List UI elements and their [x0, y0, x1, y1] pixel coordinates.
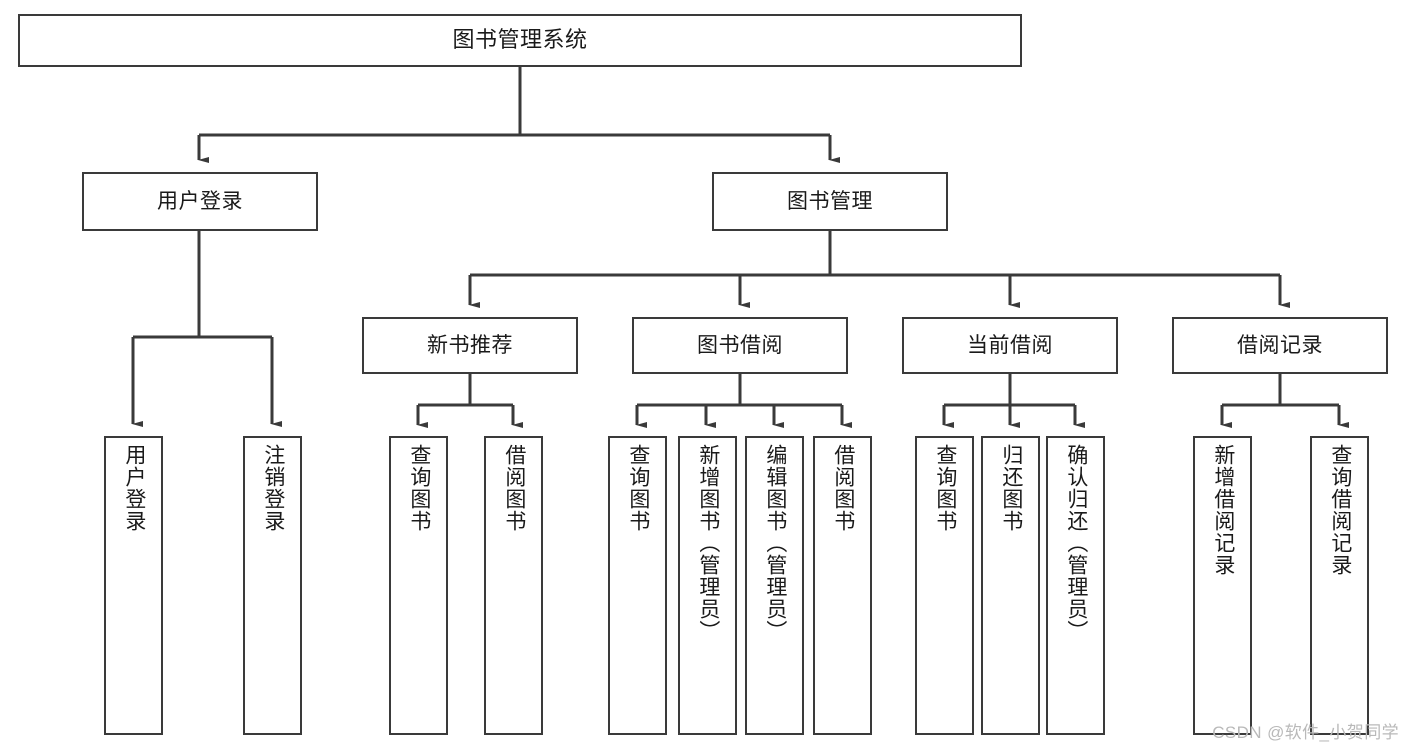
node-new-book-recommend[interactable]: 新书推荐: [362, 317, 578, 374]
node-leaf-add-book[interactable]: 新增图书（管理员）: [678, 436, 737, 735]
node-leaf-return-book-label: 归还图书: [999, 444, 1023, 532]
node-leaf-user-login-label: 用户登录: [122, 444, 146, 532]
node-leaf-query-book-1-label: 查询图书: [407, 444, 431, 532]
node-leaf-query-book-2[interactable]: 查询图书: [608, 436, 667, 735]
node-book-management-label: 图书管理: [787, 189, 873, 213]
node-book-borrow[interactable]: 图书借阅: [632, 317, 848, 374]
node-leaf-borrow-book-1[interactable]: 借阅图书: [484, 436, 543, 735]
node-leaf-edit-book-label: 编辑图书（管理员）: [763, 444, 787, 642]
node-current-borrow[interactable]: 当前借阅: [902, 317, 1118, 374]
csdn-watermark: CSDN @软件_小贺同学: [1212, 723, 1399, 742]
node-leaf-query-book-2-label: 查询图书: [626, 444, 650, 532]
node-leaf-query-record-label: 查询借阅记录: [1328, 444, 1352, 576]
node-leaf-add-record[interactable]: 新增借阅记录: [1193, 436, 1252, 735]
node-leaf-logout-login[interactable]: 注销登录: [243, 436, 302, 735]
node-book-borrow-label: 图书借阅: [697, 333, 783, 357]
node-borrow-record[interactable]: 借阅记录: [1172, 317, 1388, 374]
node-leaf-add-record-label: 新增借阅记录: [1211, 444, 1235, 576]
node-leaf-confirm-return[interactable]: 确认归还（管理员）: [1046, 436, 1105, 735]
node-new-book-recommend-label: 新书推荐: [427, 333, 513, 357]
node-book-management[interactable]: 图书管理: [712, 172, 948, 231]
node-leaf-borrow-book-1-label: 借阅图书: [502, 444, 526, 532]
node-borrow-record-label: 借阅记录: [1237, 333, 1323, 357]
node-leaf-add-book-label: 新增图书（管理员）: [696, 444, 720, 642]
node-leaf-user-login[interactable]: 用户登录: [104, 436, 163, 735]
node-user-login-label: 用户登录: [157, 189, 243, 213]
node-leaf-logout-login-label: 注销登录: [261, 444, 285, 532]
node-root-system-label: 图书管理系统: [452, 27, 588, 53]
node-leaf-borrow-book-2[interactable]: 借阅图书: [813, 436, 872, 735]
node-leaf-query-book-3[interactable]: 查询图书: [915, 436, 974, 735]
node-leaf-query-record[interactable]: 查询借阅记录: [1310, 436, 1369, 735]
node-leaf-query-book-1[interactable]: 查询图书: [389, 436, 448, 735]
node-leaf-return-book[interactable]: 归还图书: [981, 436, 1040, 735]
node-leaf-edit-book[interactable]: 编辑图书（管理员）: [745, 436, 804, 735]
node-root-system[interactable]: 图书管理系统: [18, 14, 1022, 67]
node-user-login[interactable]: 用户登录: [82, 172, 318, 231]
node-leaf-borrow-book-2-label: 借阅图书: [831, 444, 855, 532]
node-leaf-confirm-return-label: 确认归还（管理员）: [1064, 444, 1088, 642]
node-current-borrow-label: 当前借阅: [967, 333, 1053, 357]
node-leaf-query-book-3-label: 查询图书: [933, 444, 957, 532]
